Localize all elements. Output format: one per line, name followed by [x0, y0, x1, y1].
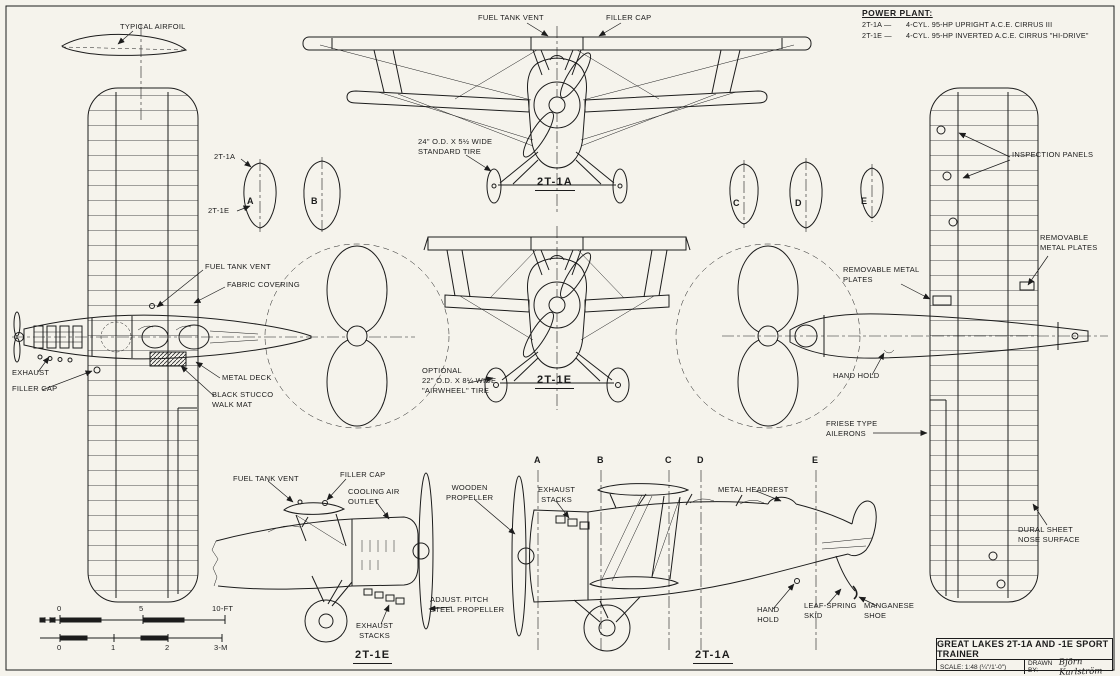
label-dural-sheet-nose: DURAL SHEET NOSE SURFACE — [1018, 525, 1080, 544]
label-removable-plates-left: REMOVABLE METAL PLATES — [843, 265, 920, 284]
section-letter-b: B — [311, 196, 318, 206]
label-removable-plates-right: REMOVABLE METAL PLATES — [1040, 233, 1098, 252]
scale-bar — [39, 615, 226, 642]
scale-m-0: 0 — [57, 643, 62, 652]
label-metal-headrest: METAL HEADREST — [718, 485, 789, 494]
callout-leaders — [37, 22, 1049, 625]
fuselage-cross-sections-left — [243, 157, 341, 234]
bottom-view-right-wing — [929, 87, 1039, 603]
power-plant-model-2t1a: 2T-1A — — [862, 20, 892, 29]
label-walk-mat: BLACK STUCCO WALK MAT — [212, 390, 274, 409]
label-inspection-panels: INSPECTION PANELS — [1012, 150, 1094, 159]
label-friese-ailerons: FRIESE TYPE AILERONS — [826, 419, 878, 438]
section-letter-c: C — [733, 198, 740, 208]
scale-ft-5: 5 — [139, 604, 144, 613]
label-front-view-2t1e: 2T-1E — [535, 373, 575, 390]
propeller-disc-left — [264, 243, 450, 429]
station-line-letter-e: E — [812, 455, 819, 465]
power-plant-desc-2t1e: 4-CYL. 95-HP INVERTED A.C.E. CIRRUS "HI-… — [906, 31, 1089, 40]
side-view-2t1a — [511, 470, 877, 652]
label-hand-hold-side: HAND HOLD — [757, 605, 780, 624]
label-fuel-tank-vent-wing: FUEL TANK VENT — [205, 262, 271, 271]
bottom-view-fuselage — [722, 313, 1108, 359]
label-cooling-air-outlet: COOLING AIR OUTLET — [348, 487, 400, 506]
station-line-letter-b: B — [597, 455, 604, 465]
top-view-fuselage — [12, 311, 415, 374]
power-plant-row-2t1a: 2T-1A — 4-CYL. 95-HP UPRIGHT A.C.E. CIRR… — [862, 20, 1110, 29]
power-plant-row-2t1e: 2T-1E — 4-CYL. 95-HP INVERTED A.C.E. CIR… — [862, 31, 1110, 40]
label-leaf-spring-skid: LEAF-SPRING SKID — [804, 601, 857, 620]
scale-m-1: 1 — [111, 643, 116, 652]
label-filler-cap-wing: FILLER CAP — [12, 384, 58, 393]
station-line-letter-d: D — [697, 455, 704, 465]
drawn-by-cell: DRAWN BY: Björn Karlström — [1025, 657, 1112, 676]
label-side-view-2t1a: 2T-1A — [693, 648, 733, 665]
label-filler-cap-front: FILLER CAP — [606, 13, 652, 22]
section-letter-a: A — [247, 196, 254, 206]
label-front-view-2t1a: 2T-1A — [535, 175, 575, 192]
label-fabric-covering: FABRIC COVERING — [227, 280, 300, 289]
power-plant-note: POWER PLANT: 2T-1A — 4-CYL. 95-HP UPRIGH… — [862, 8, 1110, 40]
label-typical-airfoil: TYPICAL AIRFOIL — [120, 22, 186, 31]
label-exhaust-stacks-side: EXHAUST STACKS — [538, 485, 576, 504]
section-letter-d: D — [795, 198, 802, 208]
scale-m-3: 3-M — [214, 643, 228, 652]
label-fuel-tank-vent-front: FUEL TANK VENT — [478, 13, 544, 22]
scale-m-2: 2 — [165, 643, 170, 652]
title-block-row: SCALE: 1:48 (¼"/1'-0") DRAWN BY: Björn K… — [937, 657, 1112, 676]
station-line-letter-c: C — [665, 455, 672, 465]
drawn-by-label: DRAWN BY: — [1028, 660, 1053, 674]
scale-ft-10: 10-FT — [212, 604, 234, 613]
power-plant-heading: POWER PLANT: — [862, 8, 933, 18]
label-filler-cap-side: FILLER CAP — [340, 470, 386, 479]
power-plant-model-2t1e: 2T-1E — — [862, 31, 892, 40]
label-optional-tire: OPTIONAL 22" O.D. X 8¼ WIDE "AIRWHEEL" T… — [422, 366, 497, 395]
title-block: GREAT LAKES 2T-1A AND -1E SPORT TRAINER … — [936, 638, 1113, 676]
front-view-2t1e — [423, 226, 691, 410]
sheet-border — [5, 5, 1115, 671]
label-exhaust: EXHAUST — [12, 368, 50, 377]
side-view-2t1e — [211, 472, 434, 643]
label-standard-tire: 24" O.D. X 5½ WIDE STANDARD TIRE — [418, 137, 493, 156]
power-plant-desc-2t1a: 4-CYL. 95-HP UPRIGHT A.C.E. CIRRUS III — [906, 20, 1053, 29]
label-adjustable-propeller: ADJUST. PITCH STEEL PROPELLER — [430, 595, 505, 614]
label-fuel-tank-vent-side: FUEL TANK VENT — [233, 474, 299, 483]
label-metal-deck: METAL DECK — [222, 373, 272, 382]
front-view-2t1a — [302, 26, 812, 212]
section-letter-e: E — [861, 196, 868, 206]
label-manganese-shoe: MANGANESE SHOE — [864, 601, 915, 620]
label-station-variant-2t1e: 2T-1E — [208, 206, 230, 215]
label-side-view-2t1e: 2T-1E — [353, 648, 393, 665]
drawn-by-signature: Björn Karlström — [1059, 657, 1103, 676]
station-line-letter-a: A — [534, 455, 541, 465]
station-lines — [537, 470, 817, 650]
scale-ft-0: 0 — [57, 604, 62, 613]
fuselage-cross-sections-right — [729, 158, 884, 232]
label-exhaust-stacks-2t1e: EXHAUST STACKS — [356, 621, 394, 640]
label-station-variant-2t1a: 2T-1A — [214, 152, 236, 161]
top-view-left-wing — [87, 87, 199, 603]
drawing-title: GREAT LAKES 2T-1A AND -1E SPORT TRAINER — [937, 639, 1112, 660]
label-wooden-propeller: WOODEN PROPELLER — [446, 483, 494, 502]
drawing-scale: SCALE: 1:48 (¼"/1'-0") — [937, 660, 1025, 674]
typical-airfoil-section — [61, 24, 188, 122]
label-hand-hold-plan: HAND HOLD — [833, 371, 880, 380]
